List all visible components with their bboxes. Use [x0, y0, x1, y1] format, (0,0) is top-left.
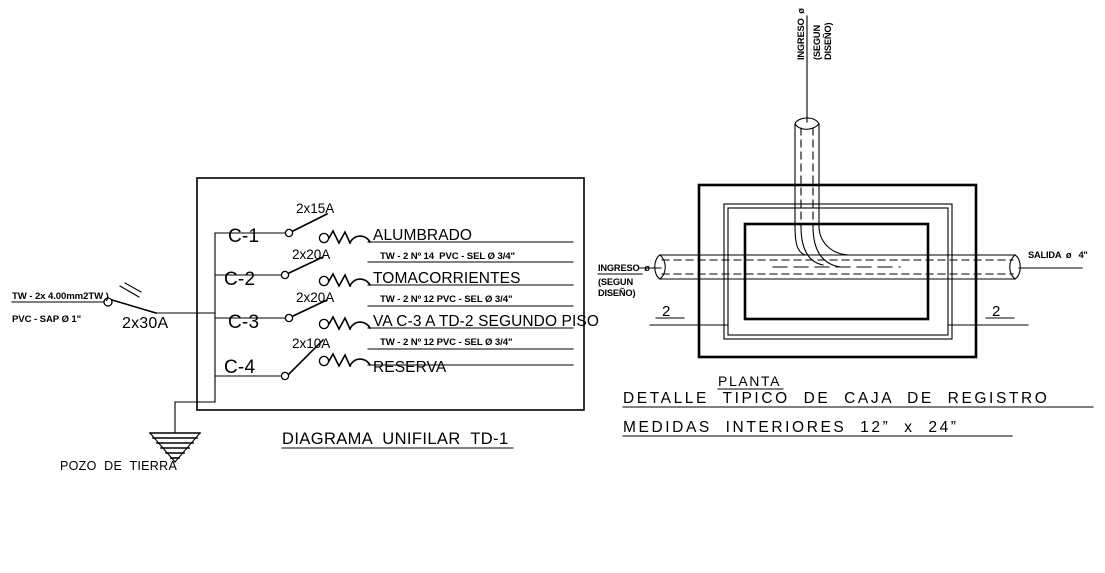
panel-enclosure-box [196, 177, 585, 411]
feeder-spec-line1: TW - 2x 4.00mm2TW ) [12, 291, 109, 302]
caja-wall-inner-rectangle [727, 207, 949, 336]
ingreso-left-label-group: INGRESO ø (SEGUN DISEÑO) [597, 263, 650, 298]
elbow-curve-inner [818, 225, 850, 256]
elbow-curve-outer [794, 225, 806, 256]
c4-switch-pivot [318, 355, 330, 367]
ingreso-top-line1: INGRESO ø [796, 8, 806, 60]
horizontal-conduit-cap-left-inner [659, 254, 666, 280]
load-label-c2: TOMACORRIENTES [373, 270, 521, 287]
earth-ground-symbol [149, 432, 201, 463]
breaker-rating-c1: 2x15A [296, 201, 334, 216]
c2-zigzag-symbol [327, 272, 352, 288]
ingreso-left-line2: (SEGUN [598, 277, 633, 287]
conductor-spec-c3: TW - 2 Nº 12 PVC - SEL Ø 3/4" [380, 337, 512, 348]
circuit-id-c4: C-4 [224, 357, 255, 378]
ingreso-left-line3: DISEÑO) [598, 288, 635, 298]
vertical-conduit [794, 59, 820, 227]
planta-label: PLANTA [718, 373, 781, 389]
breaker-rating-c3: 2x20A [296, 290, 334, 305]
elbow-curve-hidden-left [800, 225, 824, 266]
breaker-rating-c4: 2x10A [292, 336, 330, 351]
ingreso-left-line1: INGRESO ø [598, 263, 650, 273]
caja-registro-detail [622, 59, 1094, 437]
c1-terminal-dot [284, 228, 294, 238]
caja-outer-rectangle [697, 183, 978, 359]
circuit-id-c1: C-1 [228, 226, 259, 247]
vertical-conduit-cap-top [794, 117, 820, 125]
vertical-conduit-cap-bottom [794, 123, 820, 130]
section-mark-right: 2 [992, 303, 1000, 320]
c1-breaker-blade [291, 212, 329, 233]
section-mark-left: 2 [662, 303, 670, 320]
load-label-c3: VA C-3 A TD-2 SEGUNDO PISO [373, 313, 599, 330]
pozo-tierra-label: POZO DE TIERRA [60, 459, 177, 473]
c1-arc-symbol [348, 235, 372, 245]
caja-wall-outer-rectangle [723, 203, 953, 340]
circuit-row-c1 [214, 212, 574, 263]
feeder-spec-line2: PVC - SAP Ø 1" [12, 314, 81, 325]
main-breaker-tick-1 [119, 285, 140, 298]
circuit-row-c2 [214, 255, 574, 307]
c4-breaker-blade [287, 338, 325, 376]
horizontal-conduit [639, 254, 1083, 280]
c2-arc-symbol [348, 278, 372, 288]
ingreso-top-line3: DISEÑO) [823, 23, 833, 60]
main-breaker-tick-2 [124, 282, 142, 293]
caja-caption-line2: MEDIDAS INTERIORES 12” x 24” [623, 419, 959, 436]
unifilar-diagram [11, 177, 585, 463]
c3-arc-symbol [348, 321, 372, 331]
breaker-rating-c2: 2x20A [292, 247, 330, 262]
horizontal-conduit-cap-left-outer [654, 254, 661, 280]
c3-zigzag-symbol [327, 315, 352, 331]
c1-switch-pivot [318, 232, 330, 244]
horizontal-conduit-cap-right-outer [1014, 254, 1021, 280]
circuit-row-c4 [214, 338, 574, 381]
horizontal-conduit-cap-right-inner [1009, 254, 1016, 280]
c3-switch-pivot [318, 318, 330, 330]
salida-right-label: SALIDA ø 4" [1028, 250, 1088, 260]
load-label-c4: RESERVA [373, 359, 447, 376]
circuit-row-c3 [214, 298, 574, 350]
c3-terminal-dot [284, 313, 294, 323]
ingreso-top-label-group: INGRESO ø (SEGUN DISEÑO) [796, 8, 833, 61]
elbow-curve-hidden-right [812, 225, 841, 268]
c4-terminal-dot [280, 371, 290, 381]
main-breaker-blade [111, 299, 157, 314]
caja-cavity-rectangle [743, 222, 930, 321]
conductor-spec-c2: TW - 2 Nº 12 PVC - SEL Ø 3/4" [380, 294, 512, 305]
feeder-terminal-dot [103, 297, 113, 307]
c4-arc-symbol [348, 358, 372, 368]
load-label-c1: ALUMBRADO [373, 227, 472, 244]
c4-zigzag-symbol [327, 352, 352, 368]
ingreso-top-line2: (SEGUN [812, 25, 822, 60]
c1-zigzag-symbol [327, 229, 352, 245]
c2-switch-pivot [318, 275, 330, 287]
c3-breaker-blade [291, 298, 329, 318]
c2-breaker-blade [287, 255, 325, 275]
caja-caption-line1: DETALLE TIPICO DE CAJA DE REGISTRO [623, 390, 1049, 407]
circuit-id-c2: C-2 [224, 269, 255, 290]
circuit-id-c3: C-3 [228, 312, 259, 333]
conductor-spec-c1: TW - 2 Nº 14 PVC - SEL Ø 3/4" [380, 251, 515, 262]
c2-terminal-dot [280, 270, 290, 280]
main-breaker-label: 2x30A [122, 315, 168, 332]
unifilar-title: DIAGRAMA UNIFILAR TD-1 [282, 430, 509, 448]
